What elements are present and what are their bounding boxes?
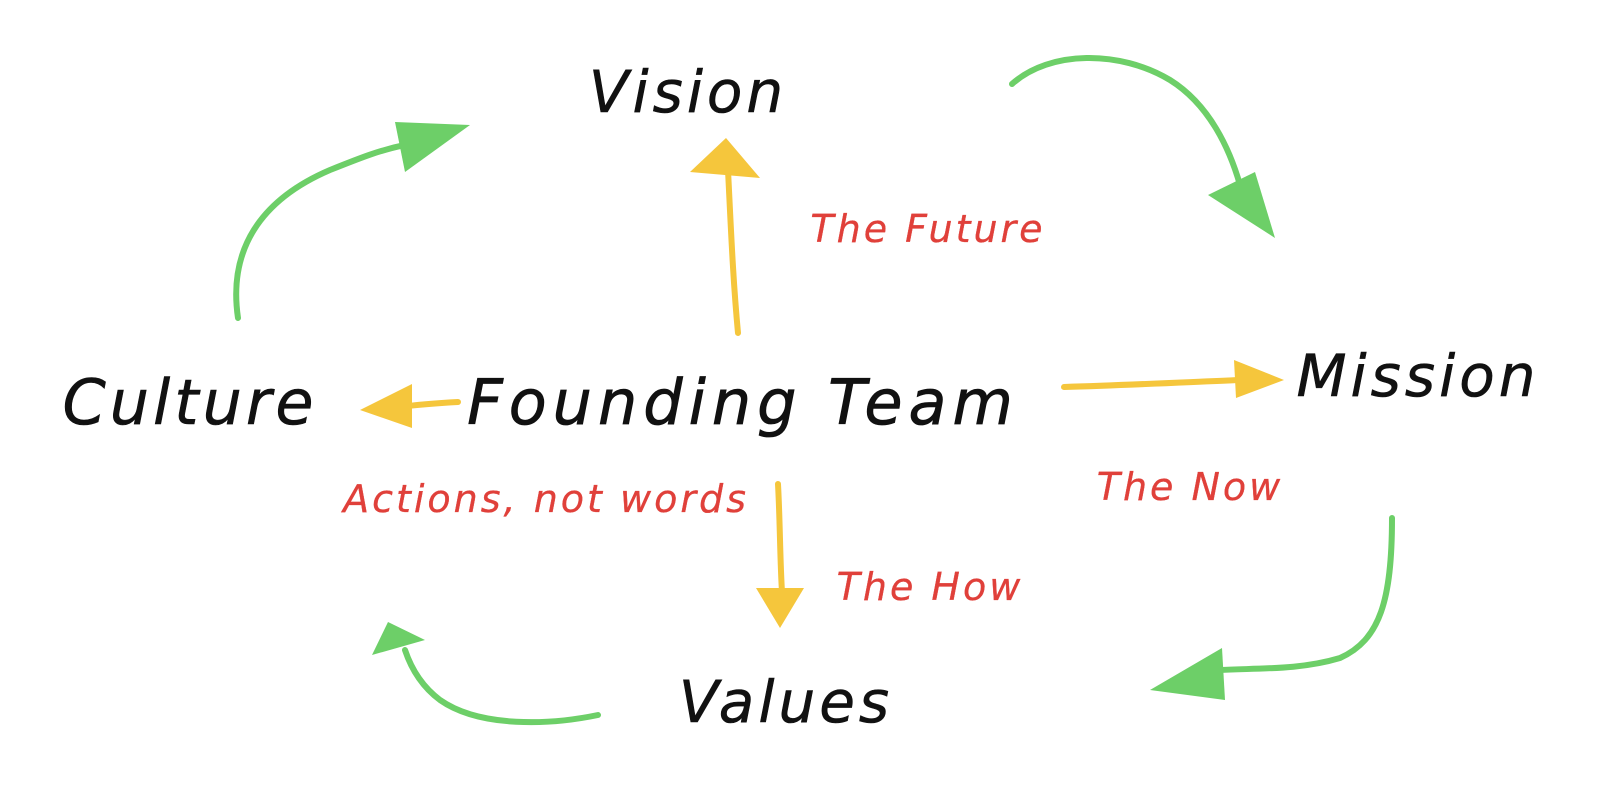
center-arrow-to-mission — [1061, 360, 1284, 398]
center-arrow-to-culture-head — [360, 384, 412, 428]
edge-label-culture: Actions, not words — [340, 477, 749, 521]
node-mission-label: Mission — [1297, 342, 1540, 410]
center-arrow-to-values — [756, 481, 804, 628]
center-arrow-to-culture — [360, 384, 461, 428]
edge-label-mission: The Now — [1097, 465, 1284, 509]
edge-label-vision: The Future — [810, 207, 1045, 251]
center-arrow-to-mission-head — [1234, 360, 1284, 398]
center-arrow-to-culture-shaft — [405, 399, 461, 409]
node-culture-label: Culture — [62, 366, 317, 439]
cycle-arrow-vision-to-mission-head — [1208, 172, 1275, 238]
center-arrow-to-vision — [690, 138, 760, 336]
cycle-arrow-vision-to-mission-shaft — [1009, 55, 1243, 188]
cycle-arrow-vision-to-mission — [1009, 55, 1275, 238]
cycle-arrow-mission-to-values — [1150, 515, 1395, 700]
cycle-arrow-values-to-culture — [372, 622, 601, 726]
edge-label-values: The How — [837, 565, 1024, 609]
cycle-arrow-culture-to-vision-shaft — [233, 142, 408, 321]
cycle-arrows — [233, 55, 1395, 726]
cycle-arrow-culture-to-vision-head — [395, 122, 470, 172]
center-arrow-to-values-head — [756, 588, 804, 628]
center-node-label: Founding Team — [467, 366, 1019, 439]
center-arrow-to-values-shaft — [775, 481, 785, 595]
node-vision-label: Vision — [589, 58, 787, 126]
center-arrow-to-vision-head — [690, 138, 760, 178]
cycle-arrow-culture-to-vision — [233, 122, 470, 321]
node-values-label: Values — [679, 668, 893, 736]
cycle-arrow-values-to-culture-head — [372, 622, 425, 655]
cycle-arrow-values-to-culture-shaft — [402, 647, 601, 726]
center-arrow-to-vision-shaft — [725, 167, 741, 336]
cycle-arrow-mission-to-values-head — [1150, 648, 1225, 700]
cycle-arrow-mission-to-values-shaft — [1217, 515, 1395, 673]
center-arrows — [360, 138, 1284, 628]
center-arrow-to-mission-shaft — [1061, 377, 1243, 390]
